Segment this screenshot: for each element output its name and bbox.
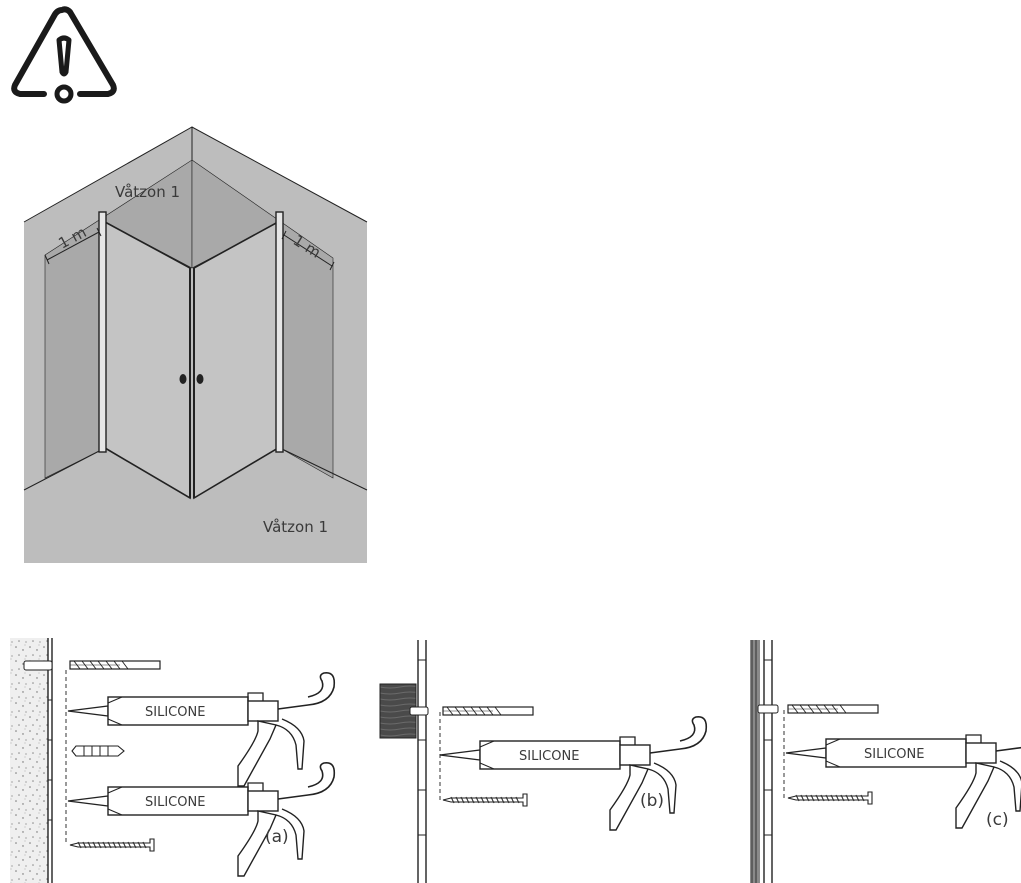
handle-right (196, 374, 204, 384)
panel-a-concrete-wall: SILICONE SILICONE (a) (10, 638, 336, 883)
warning-triangle-icon (11, 6, 117, 104)
dimension-right (281, 230, 335, 271)
wet-zone-label-bottom: Våtzon 1 (263, 518, 328, 536)
drill-bit-icon (69, 660, 161, 670)
silicone-gun-icon-a1 (67, 671, 336, 787)
drill-bit-icon-b (442, 706, 534, 716)
handle-left (179, 374, 187, 384)
screw-icon-c (787, 791, 873, 805)
wall-plug-icon (71, 745, 125, 757)
wall-profile-left (98, 211, 107, 453)
silicone-gun-icon-b (439, 715, 708, 831)
dimension-left (44, 227, 102, 265)
caption-c: (c) (986, 810, 1009, 830)
silicone-label-c: SILICONE (864, 747, 924, 762)
caption-b: (b) (640, 791, 664, 811)
silicone-gun-icon-a2 (67, 761, 336, 877)
silicone-label-a2: SILICONE (145, 795, 205, 810)
wall-board (750, 640, 760, 883)
caption-a: (a) (265, 827, 289, 847)
silicone-label-a1: SILICONE (145, 705, 205, 720)
concrete-wall (10, 638, 48, 883)
wet-zone-label-top: Våtzon 1 (115, 183, 180, 201)
screw-icon-b (442, 793, 528, 807)
silicone-label-b: SILICONE (519, 749, 579, 764)
screw-icon-a (69, 838, 155, 852)
drill-hole (23, 660, 53, 671)
panel-c-board-wall: SILICONE (c) (750, 640, 1021, 883)
panel-b-wood-wall: SILICONE (b) (379, 640, 708, 883)
wall-profile-right (275, 211, 284, 453)
shower-corner-illustration: 1 m 1 m Våtzon 1 Våtzon 1 (23, 126, 368, 563)
drill-bit-icon-c (787, 704, 879, 714)
